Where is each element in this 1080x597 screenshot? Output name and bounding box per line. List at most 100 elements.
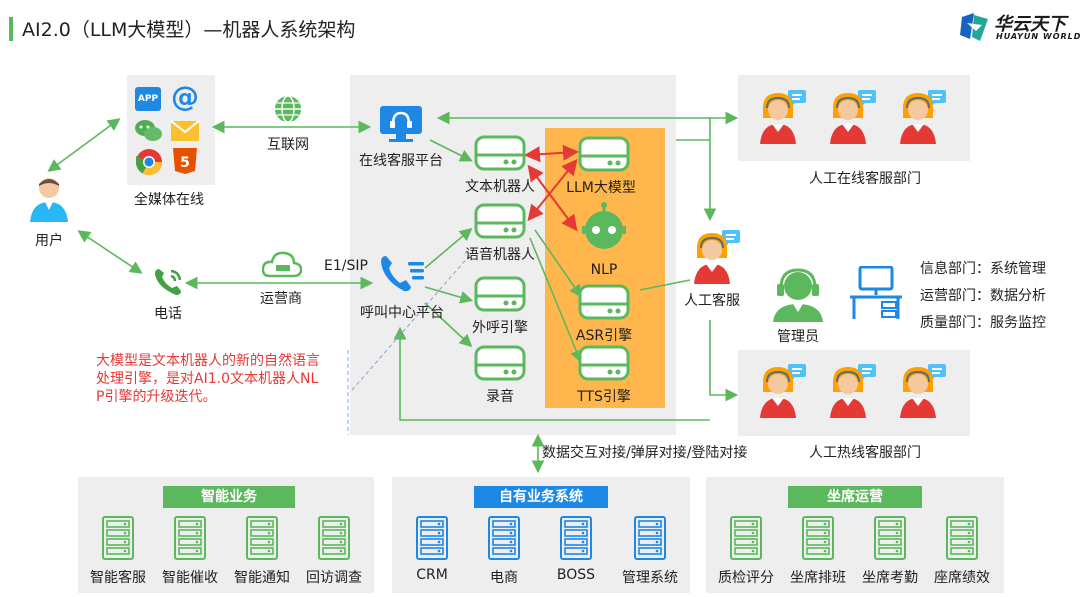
internet-label: 互联网 xyxy=(267,137,309,153)
line-voice-llm xyxy=(527,158,578,222)
bottom-item-label: 智能通知 xyxy=(234,570,290,586)
phone-icon xyxy=(155,269,182,295)
omni-label: 全媒体在线 xyxy=(134,192,204,208)
phone-label: 电话 xyxy=(154,306,182,322)
server-rack-icon xyxy=(560,516,592,560)
text-robot-server-icon xyxy=(474,135,526,171)
bottom-item-label: 坐席考勤 xyxy=(862,570,918,586)
bottom-item-label: BOSS xyxy=(556,567,596,583)
asr-server-icon xyxy=(578,284,630,320)
cloud-icon xyxy=(262,251,302,278)
line-voice-tts xyxy=(529,237,583,363)
human-agent-label: 人工客服 xyxy=(684,293,740,309)
server-rack-icon xyxy=(730,516,762,560)
line-text-llm xyxy=(524,144,579,163)
group-header-ops: 坐席运营 xyxy=(788,486,922,508)
tts-server-icon xyxy=(578,345,630,381)
voice-robot-server-icon xyxy=(474,203,526,239)
server-rack-icon xyxy=(102,516,134,560)
tts-label: TTS引擎 xyxy=(577,389,631,405)
line-dashed-diag xyxy=(351,254,471,391)
call-center-icon xyxy=(381,256,424,292)
line-call-outbound xyxy=(424,286,474,304)
online-dept-label: 人工在线客服部门 xyxy=(809,171,921,187)
line-call-voice xyxy=(424,227,473,269)
user-label: 用户 xyxy=(35,233,63,249)
bottom-item-label: 坐席排班 xyxy=(790,570,846,586)
nlp-robot-icon xyxy=(582,202,626,249)
admin-label: 管理员 xyxy=(777,329,819,345)
group-header-smart: 智能业务 xyxy=(163,486,295,508)
department-item: 运营部门：数据分析 xyxy=(920,288,1046,304)
line-human-hotline xyxy=(709,320,739,402)
admin-icon xyxy=(773,268,823,322)
llm-server-icon xyxy=(578,136,630,172)
app-icon: APP xyxy=(135,87,161,111)
agent-icon xyxy=(830,364,876,418)
agent-icon xyxy=(900,364,946,418)
at-icon: @ xyxy=(171,80,199,113)
call-center-label: 呼叫中心平台 xyxy=(360,305,444,321)
svg-text:5: 5 xyxy=(180,155,190,171)
logo: 华云天下 HUAYUN WORLD xyxy=(958,10,1080,44)
desk-computer-icon xyxy=(850,266,902,319)
hotline-dept-label: 人工热线客服部门 xyxy=(809,445,921,461)
server-rack-icon xyxy=(174,516,206,560)
server-rack-icon xyxy=(802,516,834,560)
data-link-label: 数据交互对接/弹屏对接/登陆对接 xyxy=(542,445,748,461)
human-agent-icon xyxy=(694,230,740,284)
logo-text-cn: 华云天下 xyxy=(994,14,1066,35)
agent-icon xyxy=(760,364,806,418)
server-rack-icon xyxy=(634,516,666,560)
line-human-call xyxy=(639,279,691,291)
title-accent-bar xyxy=(9,17,13,41)
asr-label: ASR引擎 xyxy=(575,328,633,344)
line-hotline-call xyxy=(393,326,710,421)
bottom-item-label: 智能催收 xyxy=(162,570,218,586)
wechat-icon xyxy=(135,120,162,141)
server-rack-icon xyxy=(946,516,978,560)
department-item: 信息部门：系统管理 xyxy=(920,261,1046,277)
agent-icon xyxy=(900,90,946,144)
mail-icon xyxy=(170,120,200,141)
page-title: AI2.0（LLM大模型）—机器人系统架构 xyxy=(22,19,356,41)
line-voice-asr xyxy=(534,229,582,298)
carrier-label: 运营商 xyxy=(260,291,302,307)
server-rack-icon xyxy=(246,516,278,560)
logo-text-en: HUAYUN WORLD xyxy=(996,32,1080,41)
llm-note: 大模型是文本机器人的新的自然语言处理引擎，是对AI1.0文本机器人NLP引擎的升… xyxy=(96,353,320,405)
server-rack-icon xyxy=(488,516,520,560)
recording-server-icon xyxy=(474,345,526,381)
agent-icon xyxy=(760,90,806,144)
recording-label: 录音 xyxy=(486,389,514,405)
e1sip-label: E1/SIP xyxy=(324,258,368,274)
llm-label: LLM大模型 xyxy=(566,180,636,196)
user-icon xyxy=(30,178,68,222)
bottom-item-label: 座席绩效 xyxy=(934,570,990,586)
server-rack-icon xyxy=(318,516,350,560)
agent-icon xyxy=(830,90,876,144)
group-header-own: 自有业务系统 xyxy=(474,486,608,508)
department-item: 质量部门：服务监控 xyxy=(920,315,1046,331)
chrome-icon xyxy=(135,149,163,176)
line-user-omni xyxy=(47,118,121,172)
voice-robot-label: 语音机器人 xyxy=(465,247,535,263)
server-rack-icon xyxy=(874,516,906,560)
monitor-support-icon xyxy=(380,106,422,142)
outbound-label: 外呼引擎 xyxy=(472,320,528,336)
bottom-item-label: 管理系统 xyxy=(622,570,678,586)
server-rack-icon xyxy=(416,516,448,560)
bottom-item-label: 回访调查 xyxy=(306,570,362,586)
html5-icon: 5 xyxy=(173,148,197,174)
line-online-text xyxy=(429,139,473,162)
line-call-record xyxy=(424,302,473,348)
nlp-label: NLP xyxy=(590,262,618,278)
line-user-phone xyxy=(77,230,143,274)
globe-icon xyxy=(275,95,301,123)
bottom-item-label: 质检评分 xyxy=(718,570,774,586)
bottom-item-label: 电商 xyxy=(490,570,518,586)
text-robot-label: 文本机器人 xyxy=(465,179,535,195)
logo-mark-icon xyxy=(960,13,988,41)
bottom-item-label: 智能客服 xyxy=(90,570,146,586)
